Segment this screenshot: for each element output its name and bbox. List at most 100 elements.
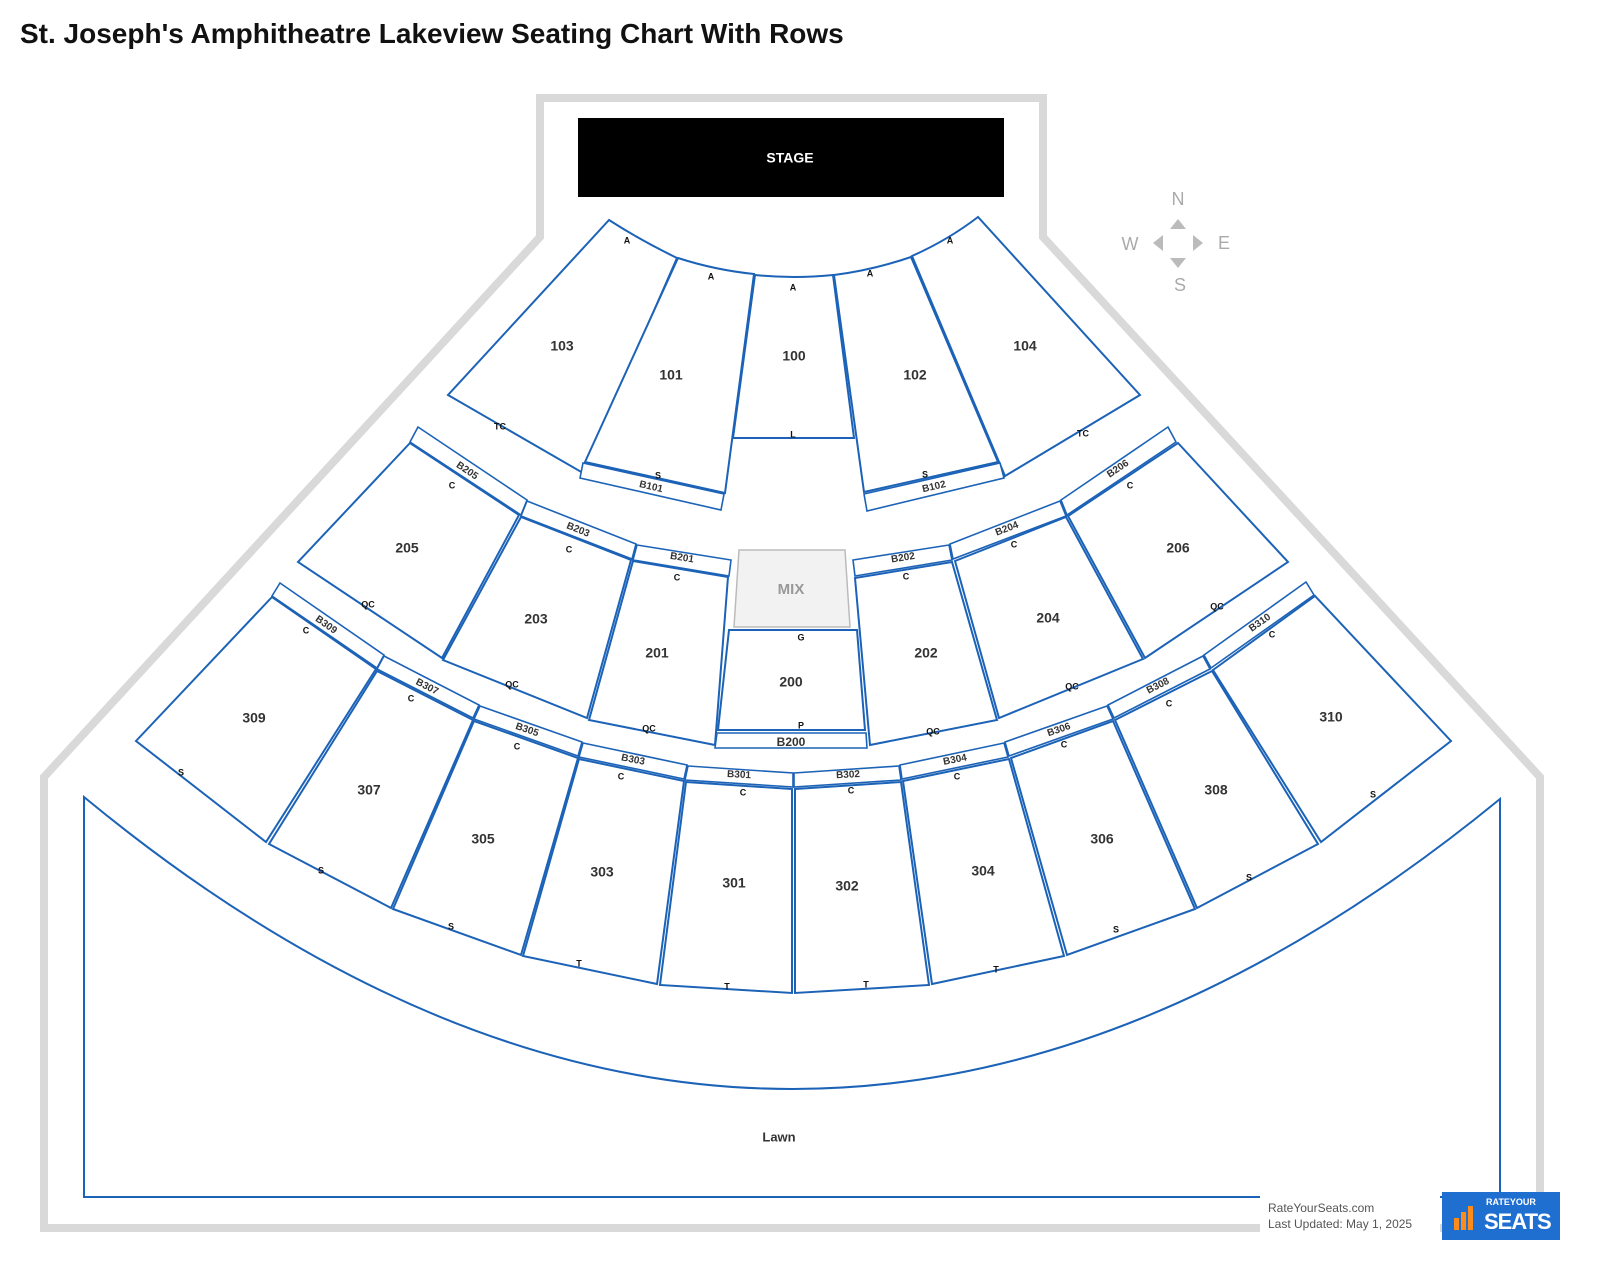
row-label: L	[790, 429, 796, 439]
row-label: QC	[361, 599, 375, 609]
label-b304: B304	[942, 752, 968, 767]
stage	[578, 118, 1004, 197]
box-b303[interactable]	[577, 742, 688, 780]
section-102[interactable]	[832, 255, 1000, 494]
compass-icon: N S W E	[1122, 189, 1231, 295]
section-100[interactable]	[731, 273, 856, 439]
box-b206[interactable]	[1060, 425, 1178, 517]
box-b304[interactable]	[899, 742, 1010, 780]
box-b308[interactable]	[1106, 654, 1212, 720]
label-304: 304	[971, 863, 995, 879]
compass-n: N	[1172, 189, 1185, 209]
row-label: C	[1269, 629, 1276, 639]
label-b102: B102	[921, 479, 947, 495]
label-102: 102	[903, 367, 927, 383]
section-306[interactable]	[1009, 719, 1197, 957]
mix-label: MIX	[778, 581, 805, 598]
label-b302: B302	[836, 769, 861, 781]
section-305[interactable]	[391, 719, 580, 957]
label-303: 303	[590, 864, 614, 880]
credit-updated: Last Updated: May 1, 2025	[1268, 1217, 1413, 1231]
box-b306[interactable]	[1004, 705, 1115, 758]
lawn-area[interactable]	[83, 794, 1501, 1198]
section-303[interactable]	[521, 757, 686, 986]
label-100: 100	[782, 348, 806, 364]
row-label: S	[1370, 789, 1376, 799]
row-label: TC	[494, 421, 506, 431]
section-205[interactable]	[296, 441, 521, 660]
box-b200[interactable]	[714, 732, 868, 749]
label-205: 205	[395, 540, 419, 556]
label-302: 302	[835, 878, 859, 894]
section-304[interactable]	[901, 757, 1066, 986]
compass-e: E	[1218, 233, 1230, 253]
box-b101[interactable]	[579, 462, 725, 511]
row-label: A	[624, 235, 631, 245]
row-label: C	[1061, 739, 1068, 749]
row-label: C	[1127, 480, 1134, 490]
box-b202[interactable]	[852, 544, 953, 577]
label-b303: B303	[620, 752, 646, 767]
section-104[interactable]	[910, 215, 1142, 478]
lawn-label: Lawn	[762, 1129, 795, 1144]
row-label: QC	[1065, 681, 1079, 691]
label-b202: B202	[890, 551, 916, 566]
row-label: C	[674, 572, 681, 582]
row-label: P	[798, 720, 804, 730]
rateyourseats-logo[interactable]: RATEYOUR SEATS	[1442, 1192, 1560, 1240]
section-307[interactable]	[267, 669, 475, 910]
page-title: St. Joseph's Amphitheatre Lakeview Seati…	[20, 18, 844, 49]
box-b203[interactable]	[519, 499, 637, 561]
section-310[interactable]	[1211, 594, 1453, 844]
row-label: S	[1113, 924, 1119, 934]
row-label: T	[993, 964, 999, 974]
compass-w: W	[1122, 234, 1139, 254]
row-label: QC	[1210, 601, 1224, 611]
label-104: 104	[1013, 338, 1037, 354]
box-b302[interactable]	[793, 765, 902, 788]
row-label: A	[790, 282, 797, 292]
section-308[interactable]	[1113, 669, 1320, 910]
box-b307[interactable]	[375, 654, 481, 720]
logo-small-text: RATEYOUR	[1486, 1197, 1536, 1207]
label-305: 305	[471, 831, 495, 847]
section-301[interactable]	[658, 780, 793, 995]
label-103: 103	[550, 338, 574, 354]
section-202[interactable]	[853, 560, 999, 747]
row-label: QC	[926, 726, 940, 736]
stage-label: STAGE	[766, 150, 813, 166]
section-206[interactable]	[1066, 441, 1290, 660]
label-204: 204	[1036, 610, 1060, 626]
row-label: C	[848, 785, 855, 795]
logo-big-text: SEATS	[1484, 1209, 1552, 1234]
row-label: C	[903, 571, 910, 581]
box-b102[interactable]	[863, 462, 1005, 512]
credit-site[interactable]: RateYourSeats.com	[1268, 1201, 1375, 1215]
row-label: C	[1166, 698, 1173, 708]
row-label: C	[1011, 539, 1018, 549]
section-302[interactable]	[794, 780, 931, 995]
section-204[interactable]	[953, 515, 1145, 720]
row-label: A	[947, 235, 954, 245]
label-206: 206	[1166, 540, 1190, 556]
box-b301[interactable]	[684, 765, 794, 788]
row-label: C	[954, 771, 961, 781]
compass-s: S	[1174, 275, 1186, 295]
row-label: C	[566, 544, 573, 554]
label-307: 307	[357, 782, 381, 798]
row-label: C	[408, 693, 415, 703]
logo-bars-icon	[1454, 1206, 1473, 1230]
label-200: 200	[779, 674, 803, 690]
section-200[interactable]	[716, 629, 867, 731]
row-label: S	[318, 865, 324, 875]
row-label: A	[708, 271, 715, 281]
label-b101: B101	[638, 479, 664, 495]
label-309: 309	[242, 710, 266, 726]
section-309[interactable]	[134, 595, 378, 844]
box-b201[interactable]	[632, 544, 732, 577]
box-b310[interactable]	[1202, 580, 1316, 670]
section-203[interactable]	[441, 515, 633, 720]
box-b305[interactable]	[472, 705, 583, 758]
row-label: S	[448, 921, 454, 931]
